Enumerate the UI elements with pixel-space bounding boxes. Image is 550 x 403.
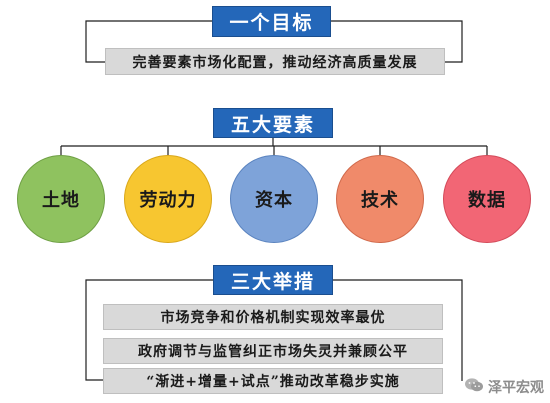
measure-government: 政府调节与监管纠正市场失灵并兼顾公平 (103, 338, 443, 364)
measures-bracket-right (333, 279, 463, 381)
measures-bracket-left (85, 279, 213, 381)
measure-market: 市场竞争和价格机制实现效率最优 (103, 304, 443, 330)
factor-land: 土地 (17, 155, 105, 243)
goal-bracket (85, 20, 212, 63)
goal-header: 一个目标 (212, 6, 331, 37)
goal-statement: 完善要素市场化配置，推动经济高质量发展 (105, 48, 445, 75)
factor-data: 数据 (443, 155, 531, 243)
factor-technology: 技术 (336, 155, 424, 243)
watermark-text: 泽平宏观 (488, 380, 544, 396)
factor-labor: 劳动力 (124, 155, 212, 243)
factor-capital: 资本 (230, 155, 318, 243)
factors-header: 五大要素 (213, 108, 333, 138)
goal-bracket-right (331, 20, 463, 63)
watermark: 泽平宏观 (464, 377, 544, 397)
measures-header: 三大举措 (213, 265, 333, 295)
wechat-icon (464, 377, 484, 397)
measure-reform: “渐进+增量+试点”推动改革稳步实施 (103, 368, 443, 394)
